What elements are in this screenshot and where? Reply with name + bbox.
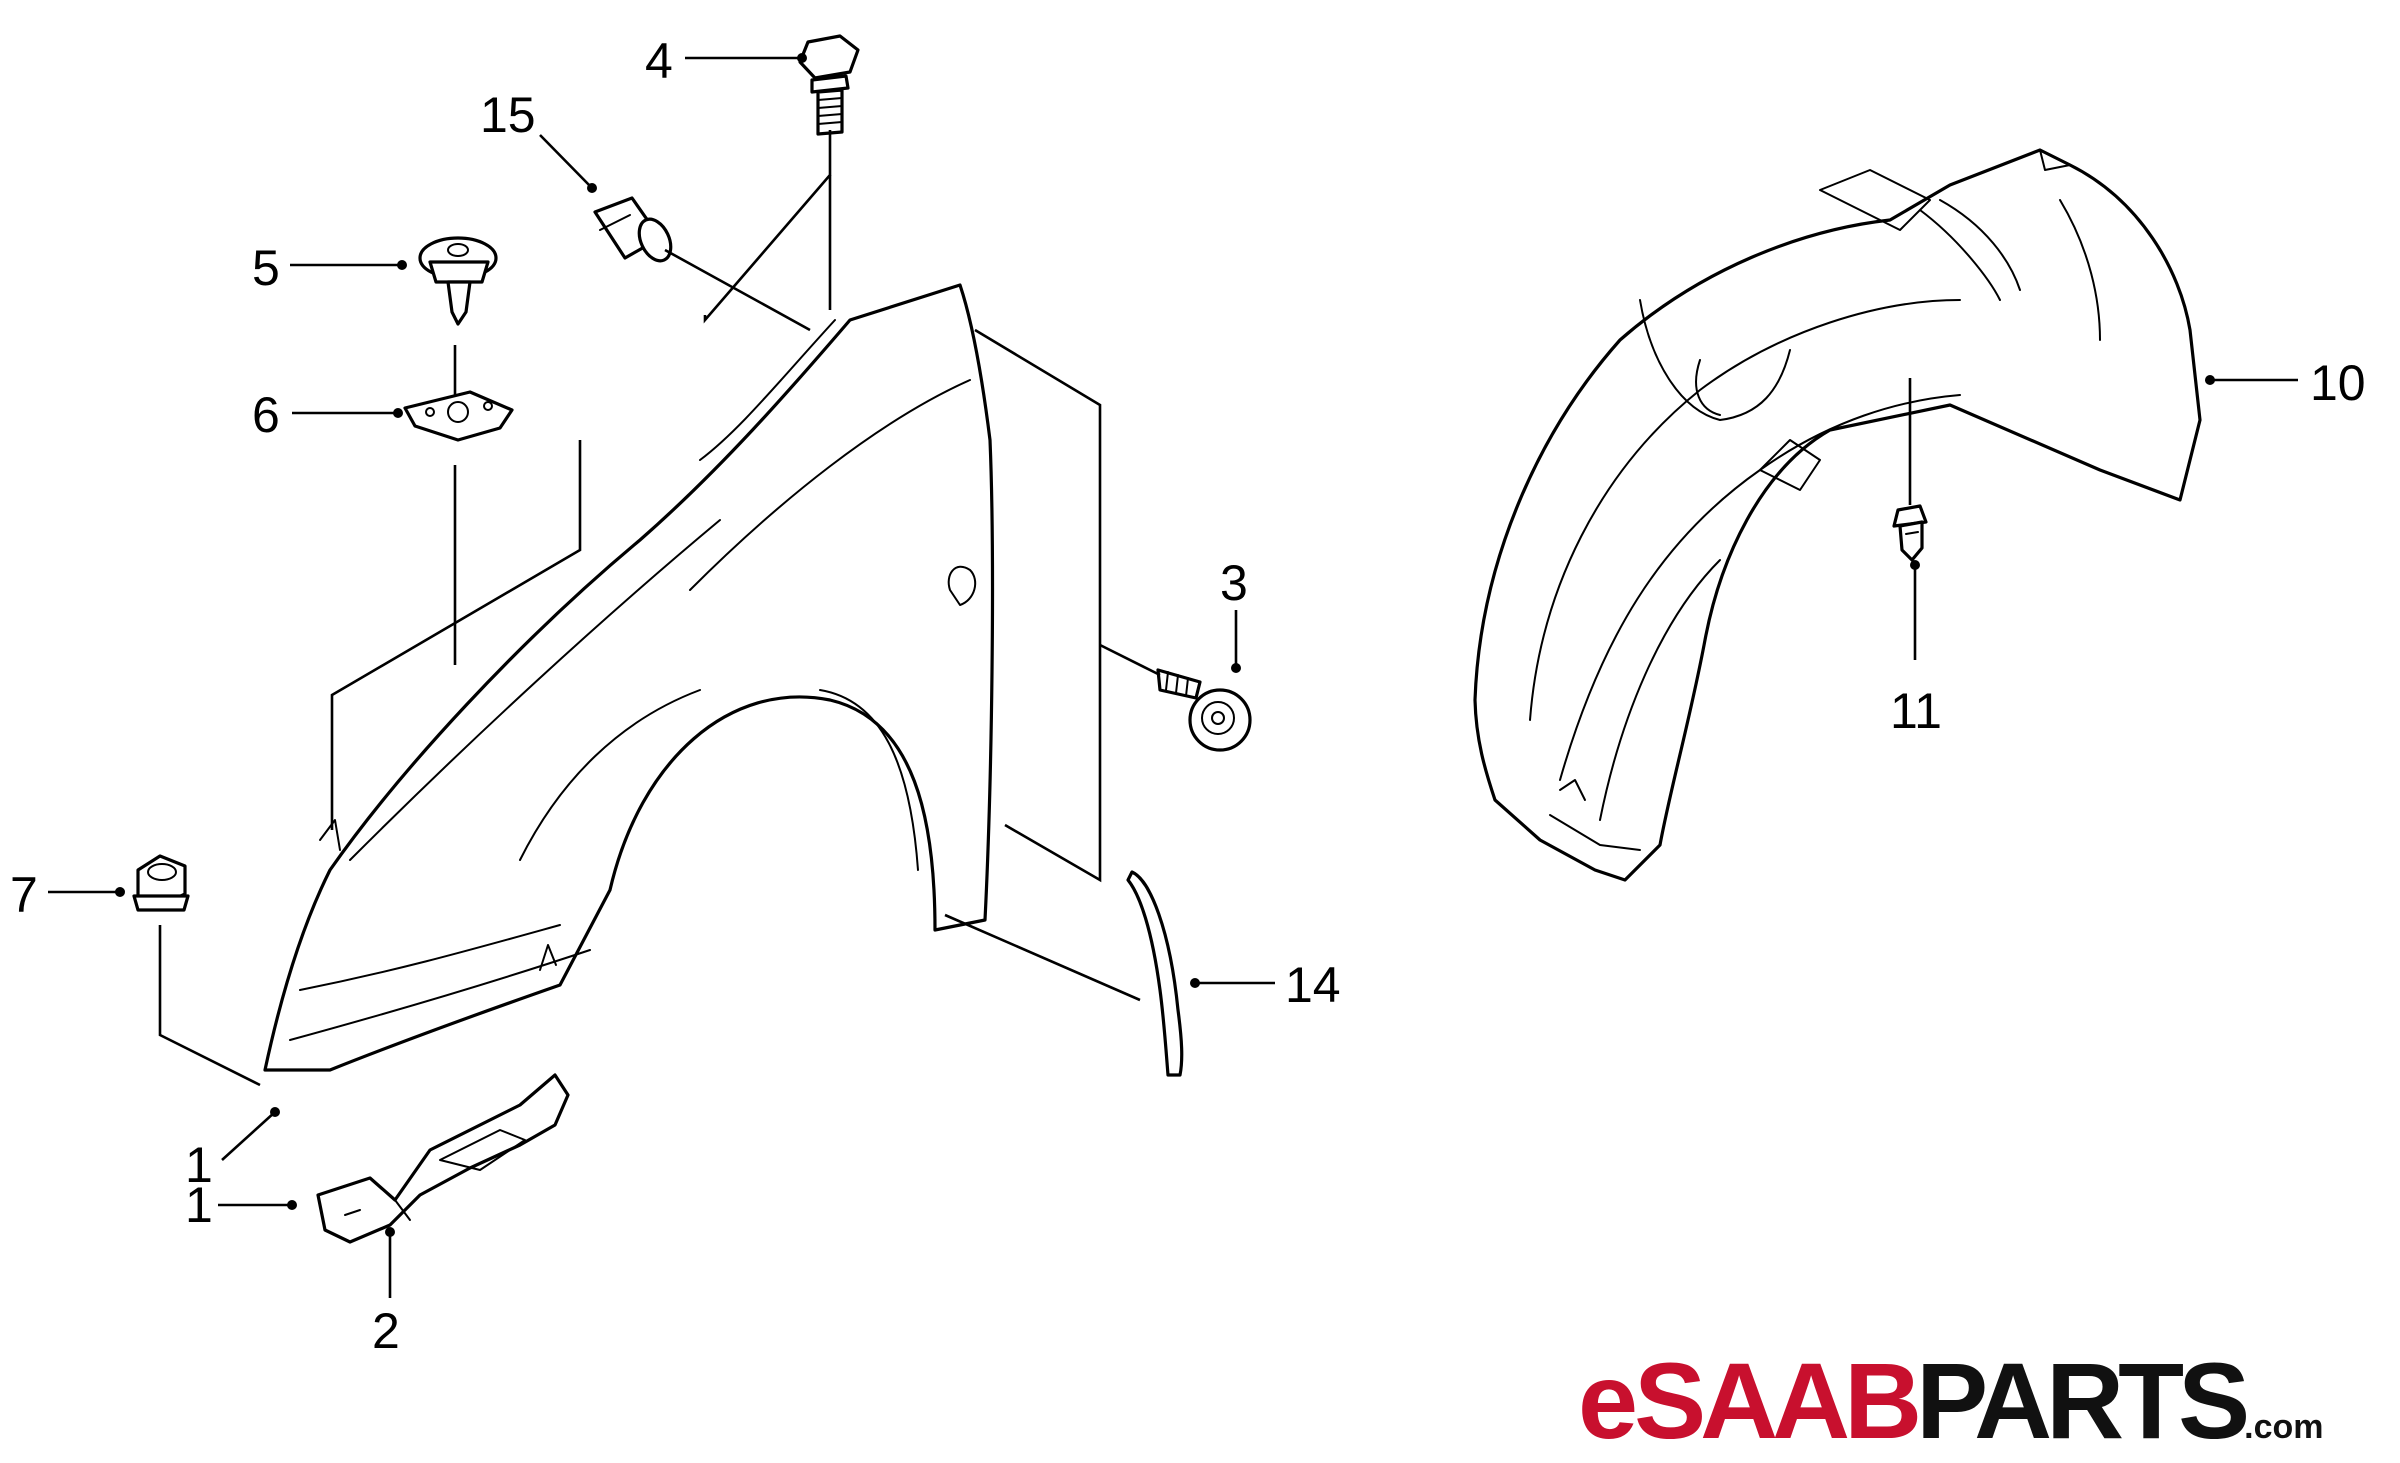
- callout-11: 11: [1890, 683, 1942, 739]
- callout-10: 10: [2310, 355, 2366, 411]
- fender-lower-bracket: [316, 1073, 570, 1244]
- esaabparts-logo: eSAABPARTS.com: [1578, 1340, 2323, 1448]
- clip-nut-6: [403, 390, 514, 442]
- front-fender: [263, 283, 995, 1072]
- wheel-arch-trim: [1126, 870, 1184, 1077]
- expansion-nut-15: [593, 196, 673, 263]
- callout-1-lower: 1: [185, 1177, 213, 1233]
- callout-4: 4: [645, 33, 673, 89]
- screw-5: [418, 236, 498, 326]
- callout-labels: 4 15 5 6 7 1 1 2 3 14 10 11: [10, 33, 2366, 1359]
- callout-7: 7: [10, 867, 38, 923]
- callout-2: 2: [372, 1303, 400, 1359]
- push-clip-11: [1892, 504, 1928, 562]
- callout-15: 15: [480, 87, 536, 143]
- bolt-4: [798, 34, 860, 136]
- callout-6: 6: [252, 387, 280, 443]
- logo-prefix: e: [1578, 1340, 1635, 1448]
- logo-suffix: PARTS: [1916, 1340, 2246, 1448]
- callout-5: 5: [252, 240, 280, 296]
- logo-tld: .com: [2244, 1408, 2323, 1446]
- svg-text:eSAABPARTS.com: eSAABPARTS.com: [1578, 1340, 2323, 1448]
- logo-brand: SAAB: [1634, 1340, 1918, 1448]
- callout-1-upper: 1: [185, 1137, 213, 1193]
- flange-nut-7: [132, 854, 190, 912]
- wheel-housing-liner: [1473, 148, 2202, 882]
- screw-3: [1156, 668, 1252, 752]
- callout-3: 3: [1220, 555, 1248, 611]
- leader-lines: [48, 53, 2298, 1298]
- assembly-lines: [158, 130, 1912, 1087]
- callout-14: 14: [1285, 957, 1341, 1013]
